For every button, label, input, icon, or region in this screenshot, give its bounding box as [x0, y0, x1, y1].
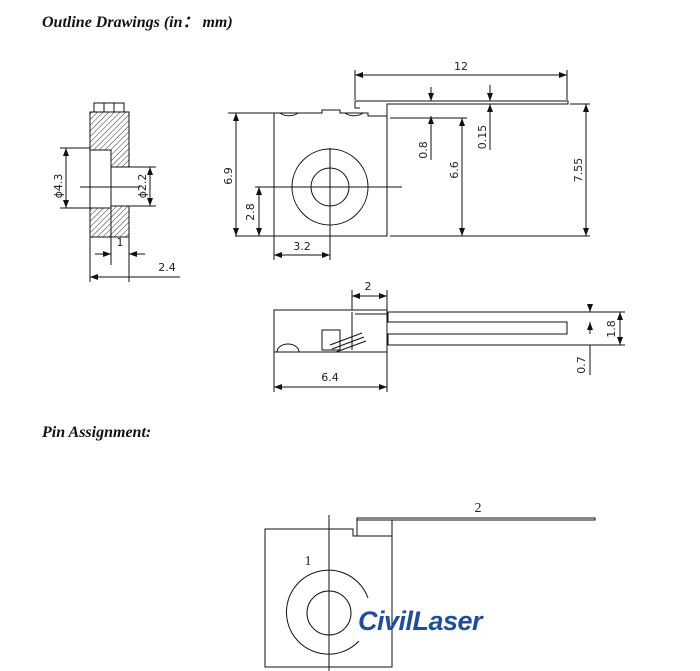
dim-depth: 1 — [117, 236, 124, 249]
pin-assignment-view: 2 1 — [264, 501, 596, 671]
side-section-view: ϕ4.3 ϕ2.2 1 2.4 — [52, 102, 180, 282]
dim-lead-length: 12 — [454, 60, 468, 73]
dim-gap: 0.8 — [417, 141, 430, 159]
pin-2-label: 2 — [475, 501, 482, 516]
dim-body-top: 6.6 — [448, 161, 461, 179]
dim-dia-outer: ϕ4.3 — [52, 174, 65, 199]
dim-width: 6.4 — [321, 371, 339, 384]
front-view: 12 0.8 0.15 6.9 2.8 3.2 6.6 7.55 — [222, 60, 590, 260]
dim-total-height: 7.55 — [572, 158, 585, 183]
pin-assignment-title: Pin Assignment: — [42, 424, 152, 441]
dim-lead-offset: 0.7 — [575, 356, 588, 374]
dim-center-x: 3.2 — [293, 240, 311, 253]
dim-lead-thickness: 0.15 — [476, 125, 489, 150]
pin-1-label: 1 — [305, 554, 312, 569]
dim-dia-inner: ϕ2.2 — [136, 174, 149, 199]
dim-lead-width: 1.8 — [605, 320, 618, 338]
dim-length: 2.4 — [158, 261, 176, 274]
dim-tab-width: 2 — [365, 280, 372, 293]
dim-height: 6.9 — [222, 167, 235, 185]
outline-title: Outline Drawings (in： mm) — [42, 14, 233, 31]
civillaser-logo: CivilLaser — [358, 606, 483, 636]
bottom-view: 2 6.4 1.8 0.7 — [273, 280, 625, 392]
dim-center-height: 2.8 — [244, 203, 257, 221]
